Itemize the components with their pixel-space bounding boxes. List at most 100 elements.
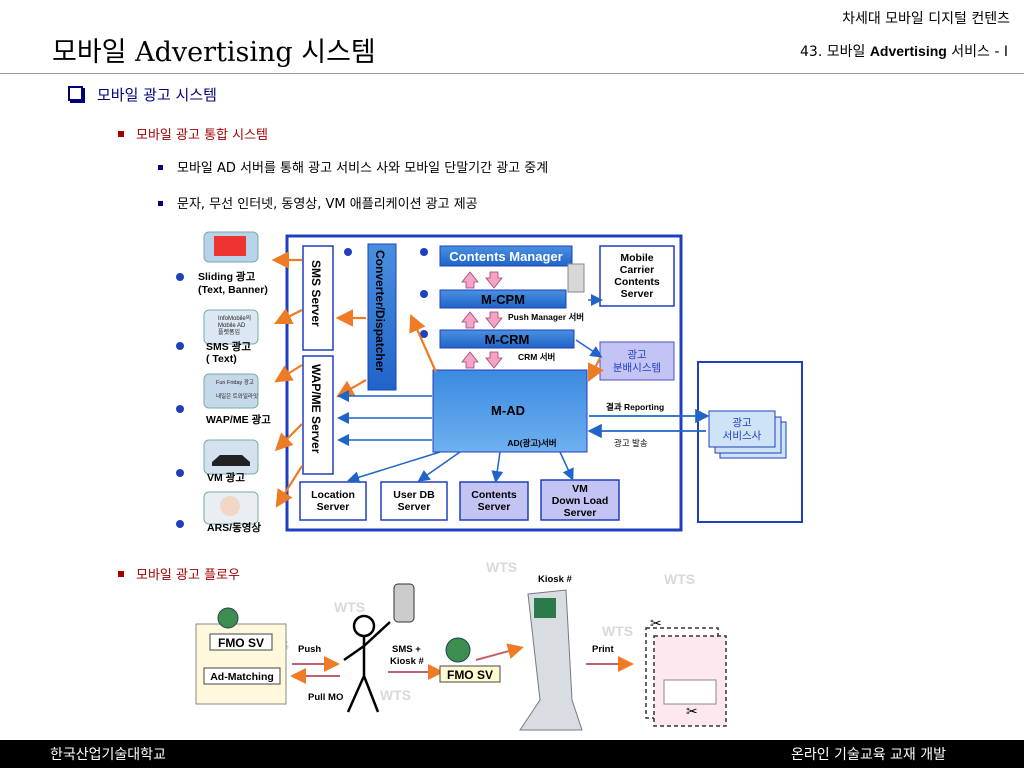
push-manager-label: Push Manager 서버 [508, 312, 584, 322]
vm-download-server-box [540, 479, 620, 521]
user-figure-icon [343, 614, 391, 713]
ad-type-2-label2: ( Text) [206, 353, 237, 365]
page-title: 모바일 Advertising 시스템 [52, 37, 376, 68]
ad-type-1-label1: Sliding 광고 [198, 271, 256, 283]
vm-download-line2: Down Load [552, 495, 609, 507]
outline-heading: 모바일 광고 시스템 [68, 84, 217, 105]
mad-box [432, 369, 588, 453]
fmo-sv-label: FMO SV [218, 636, 264, 650]
mobile-carrier-box [599, 245, 675, 307]
mcrm-label: M-CRM [485, 332, 530, 347]
print-label: Print [592, 644, 614, 655]
kiosk-icon [519, 589, 583, 731]
ad-type-3-label: WAP/ME 광고 [206, 414, 271, 426]
mcrm-box [439, 329, 575, 349]
watermarks: WTS WTS WTS WTS WTS WTS [258, 559, 695, 703]
watermark-3: WTS [334, 599, 365, 615]
architecture-diagram: InfoMobile의 Mobile AD 플랫폼입 Fun Friday 광고… [176, 231, 803, 731]
phone-text-3: 플랫폼입 [218, 328, 240, 336]
coca-cola-banner-icon [214, 236, 246, 256]
ad-matching-box [203, 667, 281, 685]
watermark-2: WTS [602, 623, 633, 639]
bullet-dot [176, 520, 184, 528]
down-arrow-icon [485, 311, 503, 329]
globe-icon-2 [445, 637, 471, 663]
arrow-to-ars [275, 465, 303, 508]
sms-server-box [302, 245, 334, 351]
arrow-mad-location [347, 451, 441, 484]
vm-download-line1: VM [572, 483, 588, 495]
phone-text-2: Mobile AD [218, 323, 246, 329]
subtitle-suffix: 서비스 - I [946, 44, 1008, 60]
arrow-mad-contents [491, 451, 504, 483]
ad-type-4-label: VM 광고 [207, 472, 245, 484]
phone-text-1: InfoMobile의 [218, 314, 251, 322]
bullet-1: 모바일 AD 서버를 통해 광고 서비스 사와 모바일 단말기간 광고 중계 [158, 157, 548, 176]
ad-service-card [708, 410, 776, 448]
arrow-to-sms [274, 308, 303, 324]
header-divider [0, 73, 1024, 74]
ad-distribution-line1: 광고 [627, 349, 647, 361]
orange-arrows [271, 251, 604, 508]
phone-text-4: Fun Friday 광고 [216, 379, 254, 386]
arrow-to-wap [274, 364, 303, 383]
fmo-sv2-label: FMO SV [447, 668, 493, 682]
mobile-carrier-line2: Carrier [620, 264, 654, 276]
barcode-icon [663, 679, 717, 705]
scissors-icon: ✂ [650, 615, 662, 631]
arrow-mad-vm [559, 451, 574, 481]
checkbox-bullet-icon [68, 86, 83, 101]
section-2: 모바일 광고 플로우 [118, 564, 240, 583]
ad-distribution-line2: 분배시스템 [613, 362, 661, 374]
square-bullet-icon [118, 131, 124, 137]
location-server-line2: Server [317, 501, 350, 513]
bullet-dot [176, 469, 184, 477]
user-db-server-box [380, 481, 448, 521]
watermark-1: WTS [664, 571, 695, 587]
user-body [343, 621, 391, 713]
bullet-dot [176, 405, 184, 413]
kiosk-screen-icon [534, 598, 556, 618]
mobile-carrier-line1: Mobile [620, 252, 653, 264]
arrow-dist-to-mad [588, 357, 604, 382]
bullet-2-text: 문자, 무선 인터넷, 동영상, VM 애플리케이션 광고 제공 [177, 197, 478, 212]
ad-type-2-label1: SMS 광고 [206, 341, 251, 353]
course-title: 차세대 모바일 디지털 컨텐츠 [842, 11, 1010, 27]
crm-server-label: CRM 서버 [518, 352, 555, 362]
ad-service-line1: 광고 [732, 417, 752, 429]
mad-label: M-AD [491, 403, 525, 418]
sms-server-label: SMS Server [309, 260, 323, 327]
mcpm-box [439, 289, 567, 309]
location-server-box [299, 481, 367, 521]
square-bullet-icon [158, 201, 163, 206]
phone-wap-icon [203, 373, 259, 409]
subtitle-bold: Advertising [869, 43, 947, 59]
bullet-2: 문자, 무선 인터넷, 동영상, VM 애플리케이션 광고 제공 [158, 193, 478, 212]
up-arrow-icon [461, 311, 479, 329]
bullet-dot [420, 290, 428, 298]
ad-type-5-label: ARS/동영상 [207, 521, 261, 534]
ad-server-label: AD(광고)서버 [507, 438, 556, 448]
kiosk-label: Kiosk # [538, 574, 573, 585]
pink-arrows [461, 271, 503, 369]
arrow-to-vm [274, 423, 303, 452]
square-bullet-icon [118, 571, 124, 577]
phone-text-5: 내일은 트와일라잇 [216, 392, 258, 400]
footer-course: 온라인 기술교육 교재 개발 [790, 747, 946, 763]
slide-subtitle: 43. 모바일 Advertising 서비스 - I [800, 41, 1008, 61]
up-arrow-icon [461, 351, 479, 369]
watermark-5: WTS [380, 687, 411, 703]
bullet-dot [344, 248, 352, 256]
car-icon [212, 455, 250, 466]
bullet-dot [176, 342, 184, 350]
section-1: 모바일 광고 통합 시스템 [118, 124, 268, 143]
contents-manager-label: Contents Manager [449, 249, 562, 264]
ad-type-bullets [176, 273, 184, 528]
sms-kiosk-line1: SMS + [392, 644, 421, 655]
fmo-sv-label-box [209, 633, 273, 651]
user-head [352, 614, 376, 638]
mcpm-label: M-CPM [481, 292, 525, 307]
user-db-server-line1: User DB [393, 489, 435, 501]
bullet-dot [420, 248, 428, 256]
wap-server-box [302, 355, 334, 475]
